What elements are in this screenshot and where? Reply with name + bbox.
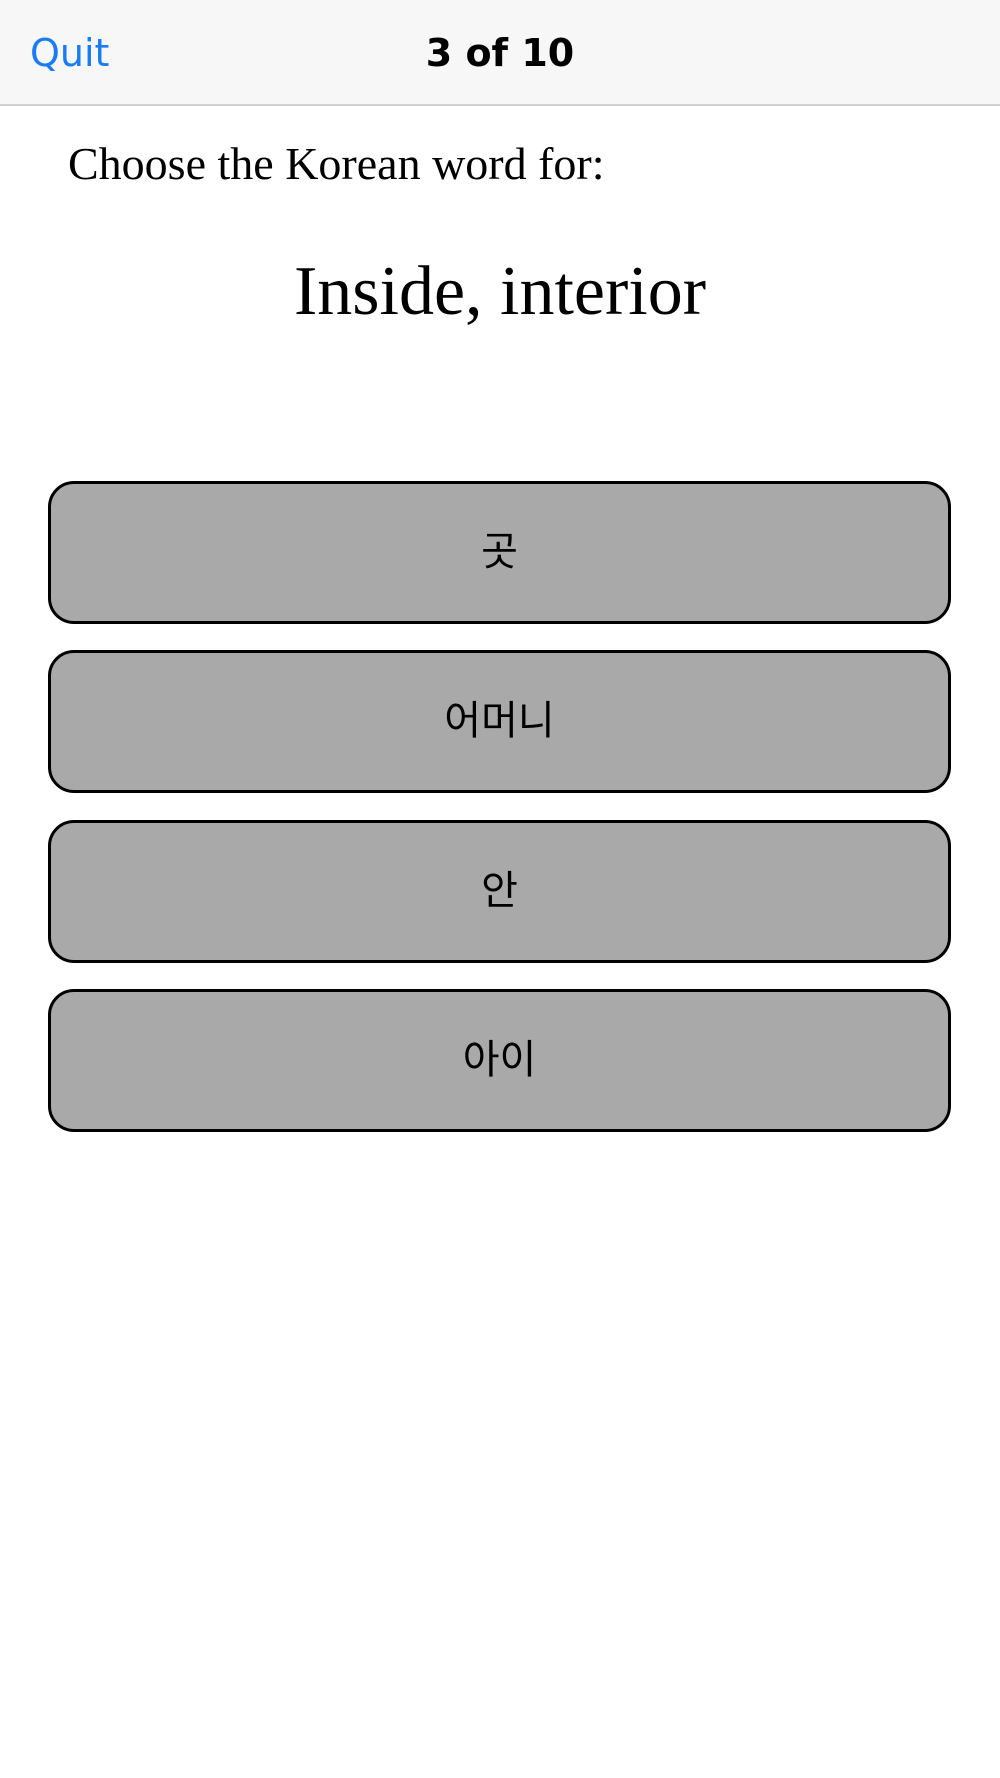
question-prompt: Choose the Korean word for: [68,138,605,189]
answer-option-3[interactable]: 안 [48,820,951,963]
quit-button[interactable]: Quit [30,0,109,106]
answer-options: 곳 어머니 안 아이 [48,481,951,1158]
answer-option-4[interactable]: 아이 [48,989,951,1132]
navigation-bar: Quit 3 of 10 [0,0,1000,106]
answer-option-2[interactable]: 어머니 [48,650,951,793]
answer-option-1[interactable]: 곳 [48,481,951,624]
progress-title: 3 of 10 [425,31,575,75]
target-word: Inside, interior [293,253,707,330]
